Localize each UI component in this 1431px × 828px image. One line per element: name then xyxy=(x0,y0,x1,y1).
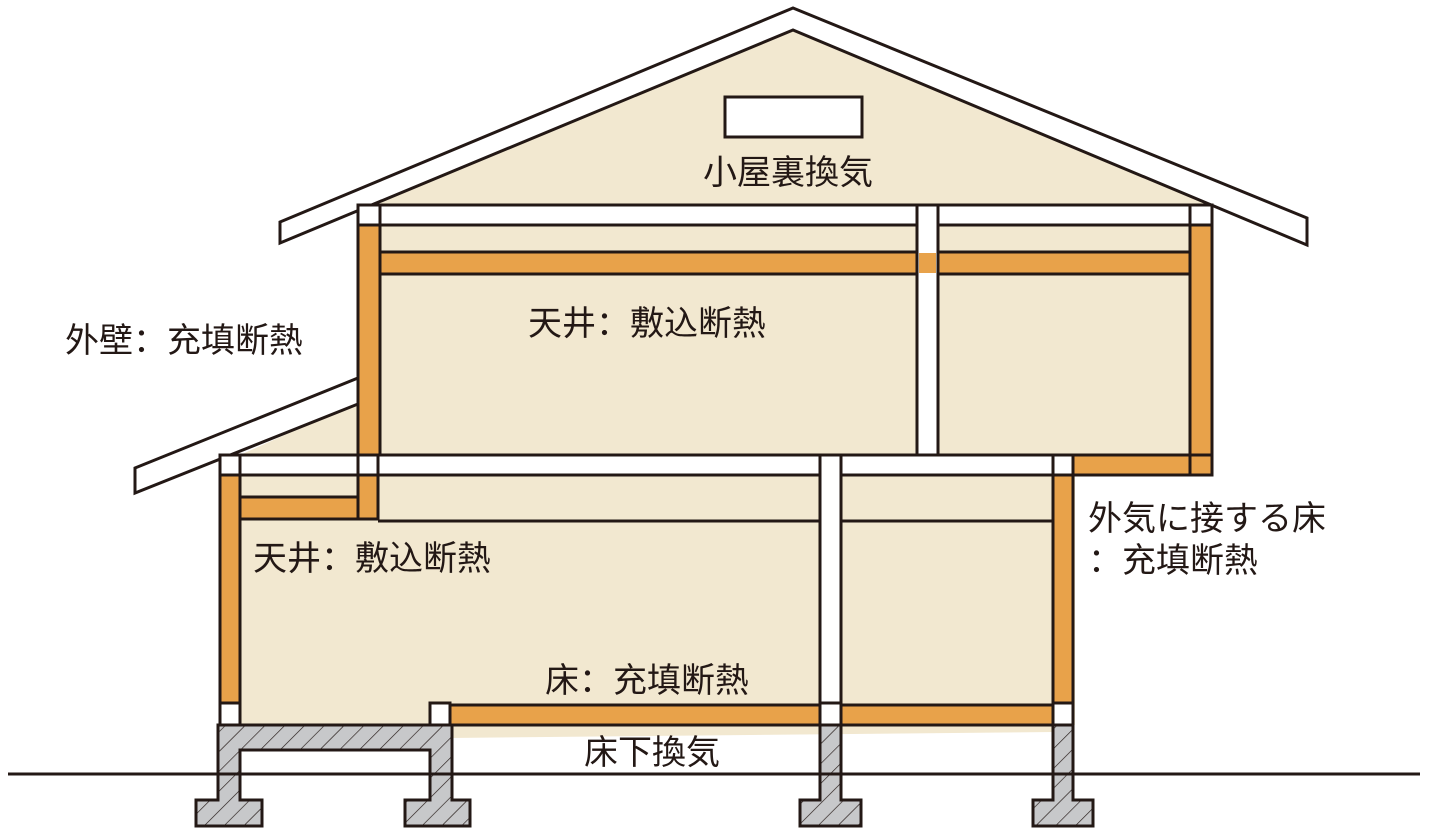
upper-corner-post-left xyxy=(356,203,382,227)
sill-center xyxy=(818,701,843,727)
upper-ceiling-insulation xyxy=(378,250,919,276)
upper-ceiling-joist xyxy=(356,203,1214,227)
upper-right-wall-insulation xyxy=(1188,223,1214,457)
lower-right-wall-insulation xyxy=(1051,473,1075,705)
lower-corner-post-step xyxy=(356,453,380,477)
lower-corner-post-right xyxy=(1051,453,1075,477)
lower-ceiling-insulation xyxy=(238,495,360,521)
sill-left xyxy=(218,701,242,727)
lower-left-wall-insulation xyxy=(218,473,242,705)
label-floor: 床：充填断熱 xyxy=(545,661,749,701)
attic-vent xyxy=(723,95,864,139)
lower-corner-post-left xyxy=(218,453,242,477)
label-ceiling-lower: 天井：敷込断熱 xyxy=(253,539,491,579)
lower-step-wall-insulation xyxy=(356,473,380,521)
column-insulation-patch xyxy=(919,253,936,273)
label-attic-ventilation: 小屋裏換気 xyxy=(703,153,873,193)
label-exposed-floor-line1: 外気に接する床 xyxy=(1088,499,1326,539)
second-floor-beam xyxy=(218,453,1077,477)
underfloor-space xyxy=(450,723,1055,738)
lower-center-column xyxy=(818,453,843,727)
upper-center-column xyxy=(915,203,940,457)
overhang-floor-post xyxy=(1188,453,1214,477)
label-ceiling-upper: 天井：敷込断熱 xyxy=(528,304,766,344)
main-roof xyxy=(278,6,1309,248)
sill-step xyxy=(428,701,452,727)
sill-right xyxy=(1051,701,1075,727)
floor-insulation xyxy=(448,703,1057,727)
upper-ceiling-insulation-right xyxy=(936,250,1193,276)
label-underfloor-ventilation: 床下換気 xyxy=(584,733,720,773)
foundation-left xyxy=(194,723,472,828)
upper-corner-post-right xyxy=(1188,203,1214,227)
label-exterior-wall: 外壁：充填断熱 xyxy=(65,321,303,361)
upper-left-wall-insulation xyxy=(356,223,382,457)
label-exposed-floor-line2: ：充填断熱 xyxy=(1088,541,1258,581)
